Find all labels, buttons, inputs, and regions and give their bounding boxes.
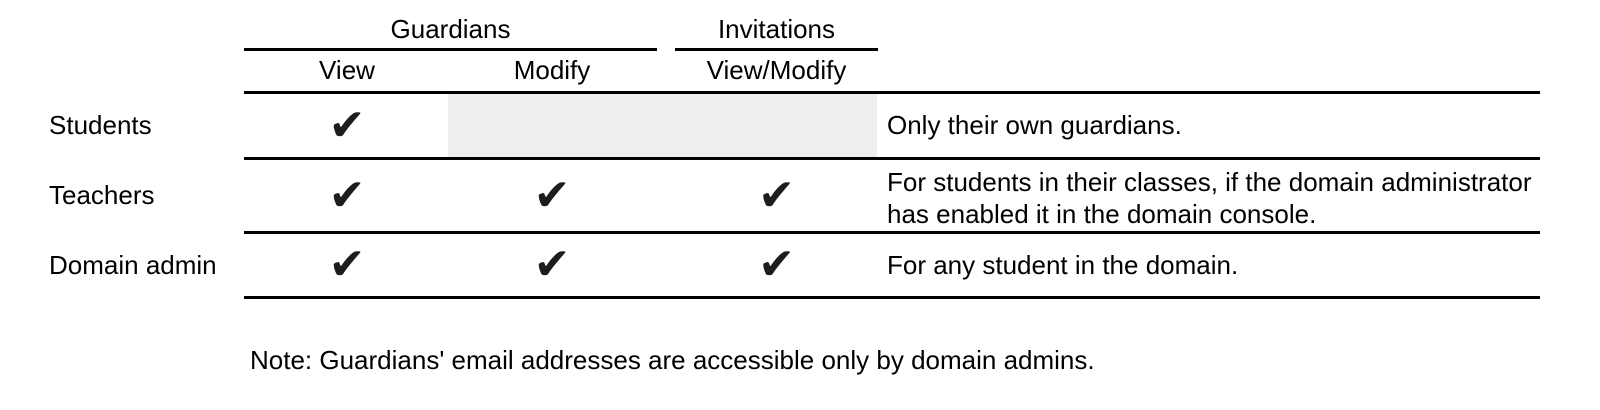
check-icon: ✔: [328, 169, 366, 221]
students-note: Only their own guardians.: [887, 110, 1182, 140]
column-group-guardians: Guardians: [390, 13, 511, 44]
teachers-note: For students in their classes, if the do…: [887, 160, 1532, 233]
teachers-note-line-2: has enabled it in the domain console.: [887, 198, 1317, 229]
domain-admin-note: For any student in the domain.: [887, 249, 1239, 280]
row-label-domain-admin: Domain admin: [49, 249, 217, 280]
table-rule-bottom: [244, 296, 1540, 299]
teachers-invitations-cell: ✔: [675, 160, 878, 231]
row-label-teachers: Teachers: [49, 180, 155, 210]
domain-admin-guardians-modify-cell: ✔: [450, 234, 654, 296]
teachers-guardians-view-cell: ✔: [244, 160, 450, 231]
column-header-modify: Modify: [513, 54, 591, 85]
guardians-underline: [244, 48, 657, 51]
table-rule-after-teachers: [244, 231, 1540, 234]
check-icon: ✔: [328, 239, 366, 290]
column-header-view: View: [319, 54, 375, 85]
teachers-guardians-modify-cell: ✔: [450, 160, 654, 231]
check-icon: ✔: [533, 169, 571, 221]
invitations-underline: [675, 48, 878, 51]
check-icon: ✔: [533, 239, 571, 290]
row-label-students: Students: [49, 110, 152, 140]
domain-admin-guardians-view-cell: ✔: [244, 234, 450, 296]
teachers-note-line-1: For students in their classes, if the do…: [887, 166, 1532, 197]
check-icon: ✔: [758, 169, 795, 221]
column-header-view-modify: View/Modify: [706, 54, 847, 85]
footnote: Note: Guardians' email addresses are acc…: [250, 345, 1095, 375]
students-guardians-view-cell: ✔: [244, 94, 450, 157]
domain-admin-invitations-cell: ✔: [675, 234, 878, 296]
table-rule-after-students: [244, 157, 1540, 160]
column-group-invitations: Invitations: [717, 13, 836, 44]
table-rule-top: [244, 91, 1540, 94]
check-icon: ✔: [328, 99, 366, 151]
check-icon: ✔: [758, 239, 795, 290]
students-disabled-cell: [448, 94, 877, 157]
